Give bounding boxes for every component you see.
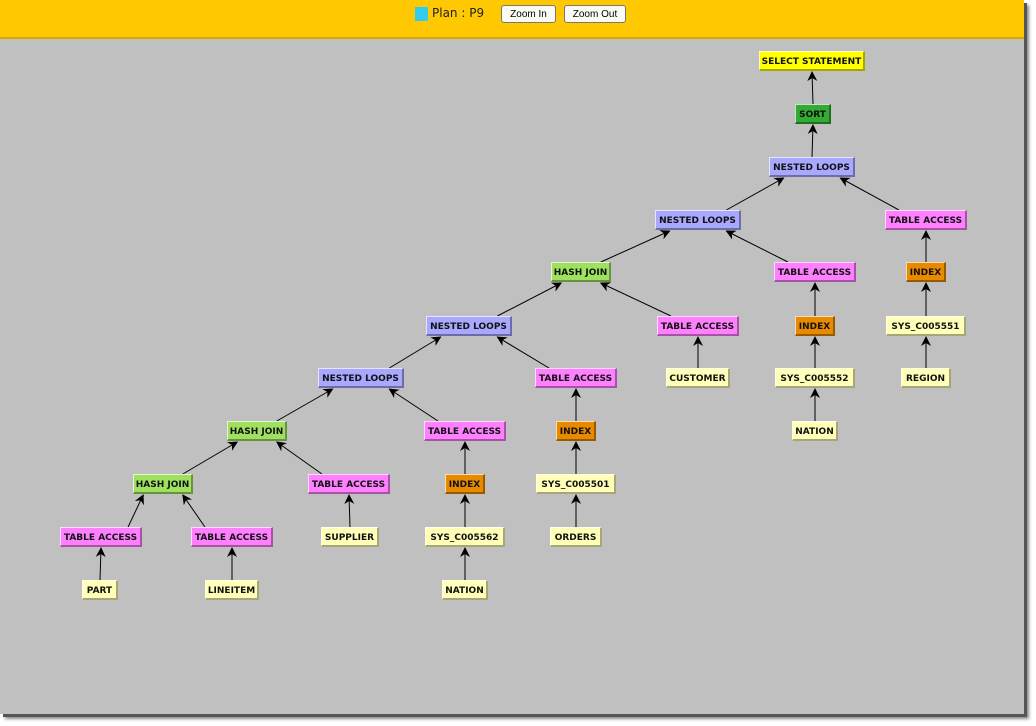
plan-node-nation[interactable]: NATION [442, 580, 488, 600]
plan-node-nation[interactable]: NATION [792, 421, 838, 441]
plan-node-table-access[interactable]: TABLE ACCESS [535, 368, 617, 388]
plan-node-orders[interactable]: ORDERS [550, 527, 602, 547]
zoom-out-button[interactable]: Zoom Out [564, 5, 626, 23]
plan-node-lineitem[interactable]: LINEITEM [205, 580, 259, 600]
plan-edge-arrow [389, 336, 442, 369]
plan-node-table-access[interactable]: TABLE ACCESS [424, 421, 506, 441]
plan-edges [95, 71, 931, 581]
plan-node-table-access[interactable]: TABLE ACCESS [657, 316, 739, 336]
plan-edge-arrow [276, 388, 334, 422]
plan-node-index[interactable]: INDEX [906, 262, 946, 282]
plan-edge-arrow [127, 494, 144, 528]
plan-edge-arrow [807, 71, 818, 105]
plan-node-customer[interactable]: CUSTOMER [666, 368, 730, 388]
plan-edge-arrow [599, 282, 672, 317]
plan-color-swatch [415, 7, 428, 21]
plan-node-table-access[interactable]: TABLE ACCESS [774, 262, 856, 282]
plan-edge-arrow [275, 441, 323, 475]
plan-edge-arrow [839, 177, 900, 211]
toolbar: Plan : P9 Zoom In Zoom Out [0, 0, 1024, 39]
plan-title: Plan : P9 [432, 6, 485, 20]
plan-node-table-access[interactable]: TABLE ACCESS [308, 474, 390, 494]
plan-node-region[interactable]: REGION [901, 368, 951, 388]
plan-node-part[interactable]: PART [82, 580, 118, 600]
plan-edge-arrow [95, 547, 106, 581]
plan-node-index[interactable]: INDEX [445, 474, 485, 494]
plan-node-nested-loops[interactable]: NESTED LOOPS [769, 157, 855, 177]
plan-node-sys-c005501[interactable]: SYS_C005501 [536, 474, 616, 494]
plan-node-index[interactable]: INDEX [556, 421, 596, 441]
plan-node-index[interactable]: INDEX [795, 316, 835, 336]
plan-edge-arrow [182, 441, 239, 475]
plan-edge-arrow [388, 388, 439, 422]
plan-node-nested-loops[interactable]: NESTED LOOPS [426, 316, 512, 336]
plan-edge-arrow [600, 230, 671, 263]
plan-node-supplier[interactable]: SUPPLIER [321, 527, 379, 547]
plan-node-sys-c005551[interactable]: SYS_C005551 [886, 316, 966, 336]
plan-node-table-access[interactable]: TABLE ACCESS [885, 210, 967, 230]
plan-node-table-access[interactable]: TABLE ACCESS [191, 527, 273, 547]
plan-node-hash-join[interactable]: HASH JOIN [133, 474, 193, 494]
zoom-in-button[interactable]: Zoom In [501, 5, 556, 23]
plan-edge-arrow [496, 336, 550, 369]
plan-node-sys-c005562[interactable]: SYS_C005562 [425, 527, 505, 547]
plan-node-hash-join[interactable]: HASH JOIN [551, 262, 611, 282]
plan-node-table-access[interactable]: TABLE ACCESS [60, 527, 142, 547]
plan-tree-canvas: SELECT STATEMENT SORT NESTED LOOPS NESTED L… [0, 39, 1024, 714]
plan-edge-arrow [497, 282, 563, 317]
plan-edge-arrow [182, 494, 206, 528]
plan-node-sort[interactable]: SORT [795, 104, 831, 124]
plan-node-nested-loops[interactable]: NESTED LOOPS [318, 368, 404, 388]
plan-node-hash-join[interactable]: HASH JOIN [227, 421, 287, 441]
plan-edge-arrow [344, 494, 355, 528]
plan-edge-arrow [725, 230, 789, 263]
plan-edge-arrow [807, 124, 818, 158]
plan-window: Plan : P9 Zoom In Zoom Out SELECT STATEM… [0, 0, 1024, 714]
plan-node-select-statement[interactable]: SELECT STATEMENT [759, 51, 865, 71]
plan-edge-arrow [726, 177, 785, 211]
plan-node-sys-c005552[interactable]: SYS_C005552 [775, 368, 855, 388]
plan-node-nested-loops[interactable]: NESTED LOOPS [655, 210, 741, 230]
